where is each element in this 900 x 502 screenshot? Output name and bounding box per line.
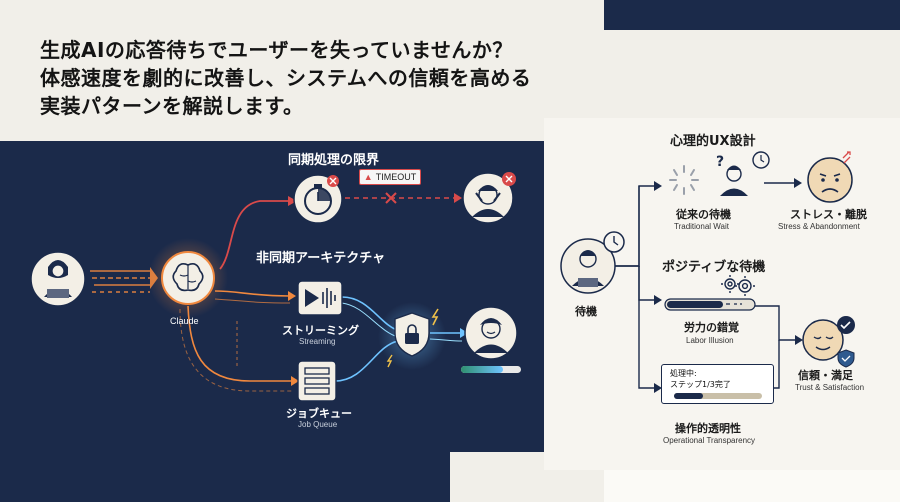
- input-flow-lines: [90, 267, 158, 293]
- labor-illusion-label: 労力の錯覚: [684, 321, 739, 334]
- shield-lock-icon: [378, 302, 446, 370]
- ux-branch-lines: [609, 182, 797, 389]
- claude-label: Claude: [170, 316, 199, 326]
- traditional-user-icon: [720, 165, 748, 196]
- sync-flow-line: [219, 200, 290, 270]
- headline-line-1: 生成AIの応答待ちでユーザーを失っていませんか？: [40, 38, 513, 62]
- job-queue-icon: [297, 360, 337, 402]
- streaming-label: ストリーミング: [282, 324, 359, 337]
- headline-line-3: 実装パターンを解説します。: [40, 94, 304, 118]
- corner-block-top-right: [604, 0, 900, 30]
- stress-sublabel: Stress & Abandonment: [778, 222, 860, 231]
- warning-icon: ▲: [363, 172, 373, 182]
- traditional-wait-sublabel: Traditional Wait: [674, 222, 729, 231]
- clock-icon: [603, 231, 625, 253]
- headline-line-2: 体感速度を劇的に改善し、システムへの信頼を高める: [40, 66, 532, 90]
- timeout-label: TIMEOUT: [375, 172, 417, 182]
- timeout-badge: ▲ TIMEOUT: [359, 169, 421, 185]
- queue-flow-line: [187, 305, 292, 382]
- ux-title: 心理的UX設計: [670, 134, 756, 149]
- traditional-wait-label: 従来の待機: [676, 208, 731, 221]
- question-mark-icon: ?: [716, 154, 724, 170]
- labor-illusion-bar: [664, 298, 756, 311]
- corner-block-bottom-right: [604, 470, 900, 502]
- processing-text: 処理中: ステップ1/3完了: [670, 368, 731, 390]
- operational-transparency-label: 操作的透明性: [675, 422, 741, 435]
- operational-transparency-sublabel: Operational Transparency: [663, 436, 756, 445]
- job-queue-sublabel: Job Queue: [298, 420, 338, 429]
- sync-fail-x-icon: [385, 192, 397, 204]
- response-progress-bar: [461, 366, 521, 373]
- waiting-label: 待機: [575, 305, 597, 318]
- corner-block-bottom-left: [0, 452, 450, 502]
- trust-label: 信頼・満足: [798, 369, 853, 382]
- play-stream-icon: [297, 280, 343, 316]
- streaming-flow-line: [214, 290, 291, 297]
- stress-label: ストレス・離脱: [790, 208, 867, 221]
- gears-icon: [721, 275, 755, 296]
- ux-diagram: ?: [560, 151, 855, 393]
- job-queue-label: ジョブキュー: [286, 407, 352, 420]
- sync-title: 同期処理の限界: [288, 153, 380, 168]
- processing-line-1: 処理中:: [670, 369, 697, 378]
- content-face-icon: [802, 319, 844, 361]
- waiting-user-icon: [560, 238, 616, 294]
- small-clock-icon: [752, 151, 770, 169]
- frustrated-user-icon: [462, 172, 516, 224]
- happy-user-icon: [464, 306, 518, 360]
- stopwatch-icon: [293, 174, 343, 224]
- positive-wait-title: ポジティブな待機: [662, 260, 766, 275]
- loading-spinner-icon: [669, 165, 699, 195]
- brain-icon: [148, 238, 228, 318]
- check-badge-icon: [837, 316, 855, 368]
- architecture-diagram: [30, 172, 521, 402]
- headline: 生成AIの応答待ちでユーザーを失っていませんか？ 体感速度を劇的に改善し、システ…: [40, 36, 531, 120]
- async-title: 非同期アーキテクチャ: [256, 251, 386, 266]
- streaming-sublabel: Streaming: [299, 337, 336, 346]
- architecture-panel: 同期処理の限界 ▲ TIMEOUT 非同期アーキテクチャ Claude ストリー…: [0, 141, 544, 452]
- user-laptop-icon: [30, 251, 86, 307]
- stressed-face-icon: [807, 151, 853, 203]
- processing-line-2: ステップ1/3完了: [670, 380, 731, 389]
- labor-illusion-sublabel: Labor Illusion: [686, 336, 734, 345]
- processing-status-card: 処理中: ステップ1/3完了: [661, 364, 774, 404]
- processing-progress-fill: [674, 393, 704, 399]
- processing-progress-bar: [674, 393, 762, 399]
- trust-sublabel: Trust & Satisfaction: [795, 383, 865, 392]
- ux-panel: ?: [544, 118, 900, 470]
